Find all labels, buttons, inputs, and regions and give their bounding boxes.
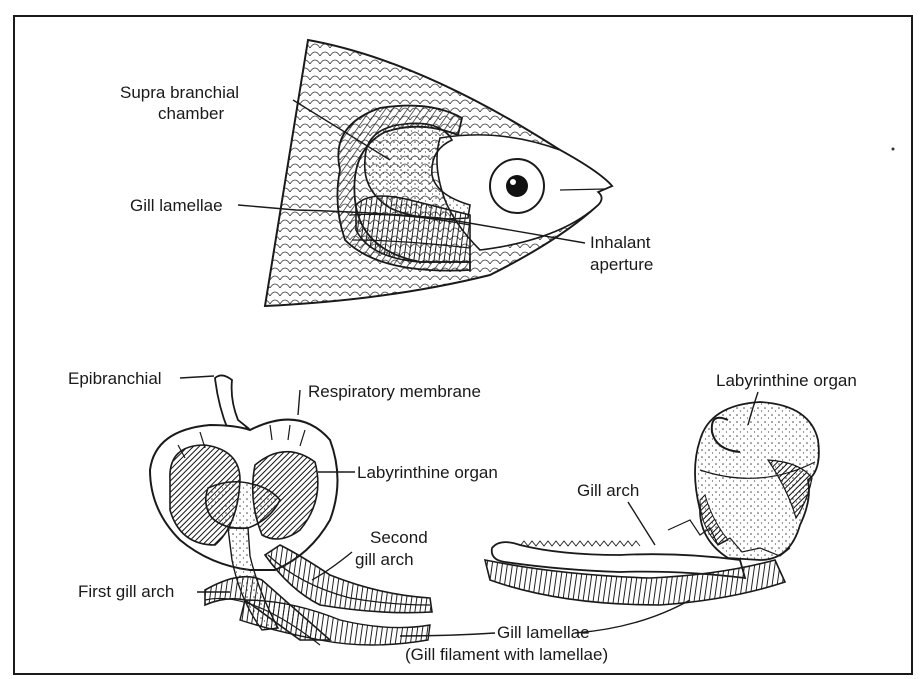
label-labyrinthine-left: Labyrinthine organ	[357, 463, 498, 482]
label-gill-arch: Gill arch	[577, 481, 639, 500]
label-epibranchial: Epibranchial	[68, 369, 162, 388]
label-gill-filament-note: (Gill filament with lamellae)	[405, 645, 608, 664]
fish-head	[265, 40, 612, 306]
label-gill-arch-2: gill arch	[355, 550, 414, 569]
label-gill-lamellae-top: Gill lamellae	[130, 196, 223, 215]
gill-arch-with-organ	[485, 402, 819, 605]
label-inhalant: Inhalant	[590, 233, 651, 252]
label-gill-lamellae-bottom: Gill lamellae	[497, 623, 590, 642]
label-respiratory-membrane: Respiratory membrane	[308, 382, 481, 401]
label-supra-branchial-2: chamber	[158, 104, 224, 123]
labyrinthine-organ-detail	[150, 375, 432, 645]
label-aperture: aperture	[590, 255, 653, 274]
pupil	[506, 175, 528, 197]
label-second: Second	[370, 528, 428, 547]
label-labyrinthine-right: Labyrinthine organ	[716, 371, 857, 390]
label-first-gill-arch: First gill arch	[78, 582, 174, 601]
epibranchial	[215, 375, 248, 430]
label-supra-branchial: Supra branchial	[120, 83, 239, 102]
